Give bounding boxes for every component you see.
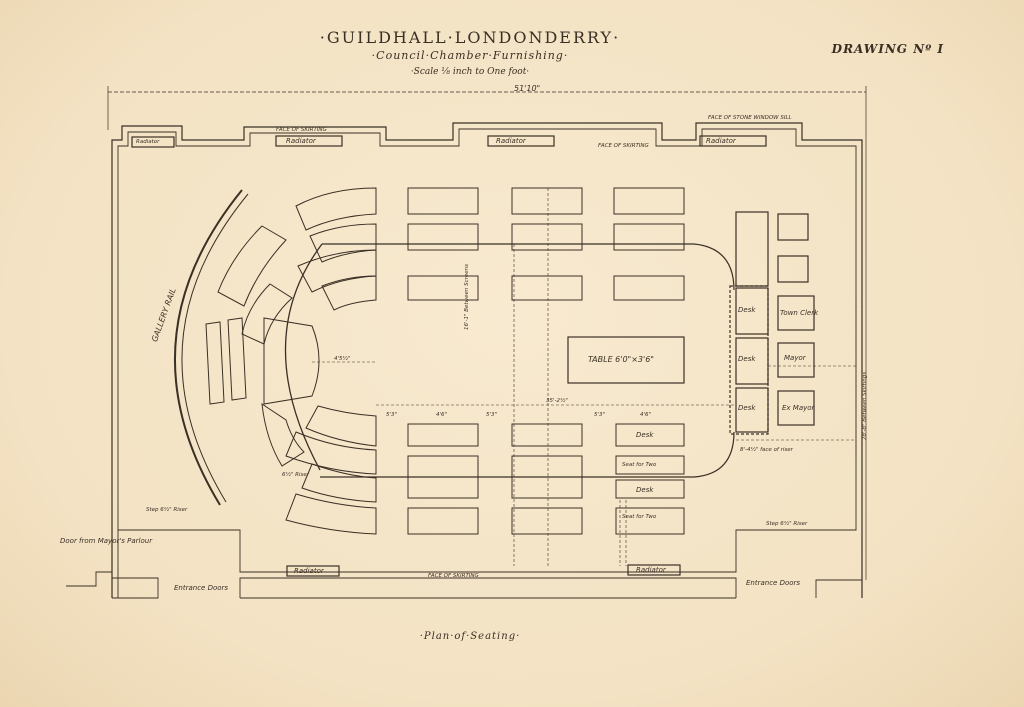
entrance-doors-left: Entrance Doors	[174, 584, 229, 592]
radiator-top-1	[131, 136, 175, 148]
desk-label-4: Desk	[636, 431, 654, 439]
dim-right-label: 5'3"	[594, 412, 606, 418]
entrance-doors-right: Entrance Doors	[746, 579, 801, 587]
desk-label-2: Desk	[738, 355, 756, 363]
seat-for-two-1: Seat for Two	[622, 462, 657, 468]
table-shape	[567, 336, 685, 384]
central-screen	[284, 243, 323, 471]
radiator-label-5: Radiator	[294, 567, 324, 575]
ex-mayor-label: Ex Mayor	[782, 404, 815, 412]
inner-width-label: 35'-2½"	[546, 398, 568, 404]
step-riser-left: Step 6½" Riser	[146, 507, 188, 513]
gallery-rail	[173, 189, 243, 506]
step-riser-right: Step 6½" Riser	[766, 521, 808, 527]
dim-half-label: 4'5½"	[334, 356, 351, 362]
radiator-top-4	[699, 135, 767, 147]
face-of-skirting-bottom: FACE OF SKIRTING	[428, 573, 479, 579]
dim-right2-label: 4'6"	[640, 412, 652, 418]
radiator-bottom-2	[627, 564, 681, 576]
drawing-title: ·GUILDHALL·LONDONDERRY·	[319, 28, 621, 47]
curved-benches	[205, 187, 377, 535]
room-wall	[111, 122, 863, 598]
radiator-label-6: Radiator	[636, 566, 666, 574]
radiator-label-2: Radiator	[286, 137, 316, 145]
six-riser-label: 6½" Riser	[282, 472, 309, 478]
wall-right-dim: 28'-8" Between Skirtings	[862, 371, 868, 440]
dim-center-label: 5'3"	[486, 412, 498, 418]
seat-for-two-2: Seat for Two	[622, 514, 657, 520]
face-of-skirting-top-2: FACE OF SKIRTING	[598, 143, 649, 149]
door-mayors-parlour: Door from Mayor's Parlour	[60, 537, 153, 545]
radiator-top-2	[275, 135, 343, 147]
desk-label-5: Desk	[636, 486, 654, 494]
between-screens-label: 16'-1" Between Screens	[464, 264, 470, 330]
overall-width-label: 51'10"	[514, 84, 541, 93]
drawing-subtitle: ·Council·Chamber·Furnishing·	[371, 49, 569, 62]
desk-label-1: Desk	[738, 306, 756, 314]
drawing-scale: ·Scale ⅛ inch to One foot·	[410, 67, 530, 77]
bench-grid	[407, 187, 685, 535]
dim-mid-label: 4'6"	[436, 412, 448, 418]
plan-caption: ·Plan·of·Seating·	[419, 631, 521, 642]
radiator-label-3: Radiator	[496, 137, 526, 145]
radiator-top-3	[487, 135, 555, 147]
dim-left-label: 5'3"	[386, 412, 398, 418]
desk-label-3: Desk	[738, 404, 756, 412]
radiator-label-4: Radiator	[706, 137, 736, 145]
table-label: TABLE 6'0"×3'6"	[588, 355, 654, 364]
drawing-number: DRAWING Nº I	[831, 42, 944, 56]
face-of-stone-sill: FACE OF STONE WINDOW SILL	[708, 115, 792, 121]
town-clerk-label: Town Clerk	[780, 309, 819, 317]
dim-width-label: 8'-4½" face of riser	[740, 447, 793, 453]
radiator-bottom-1	[286, 565, 340, 577]
face-of-skirting-top: FACE OF SKIRTING	[276, 127, 327, 133]
mayor-label: Mayor	[784, 354, 806, 362]
radiator-label-1: Radiator	[136, 139, 160, 145]
